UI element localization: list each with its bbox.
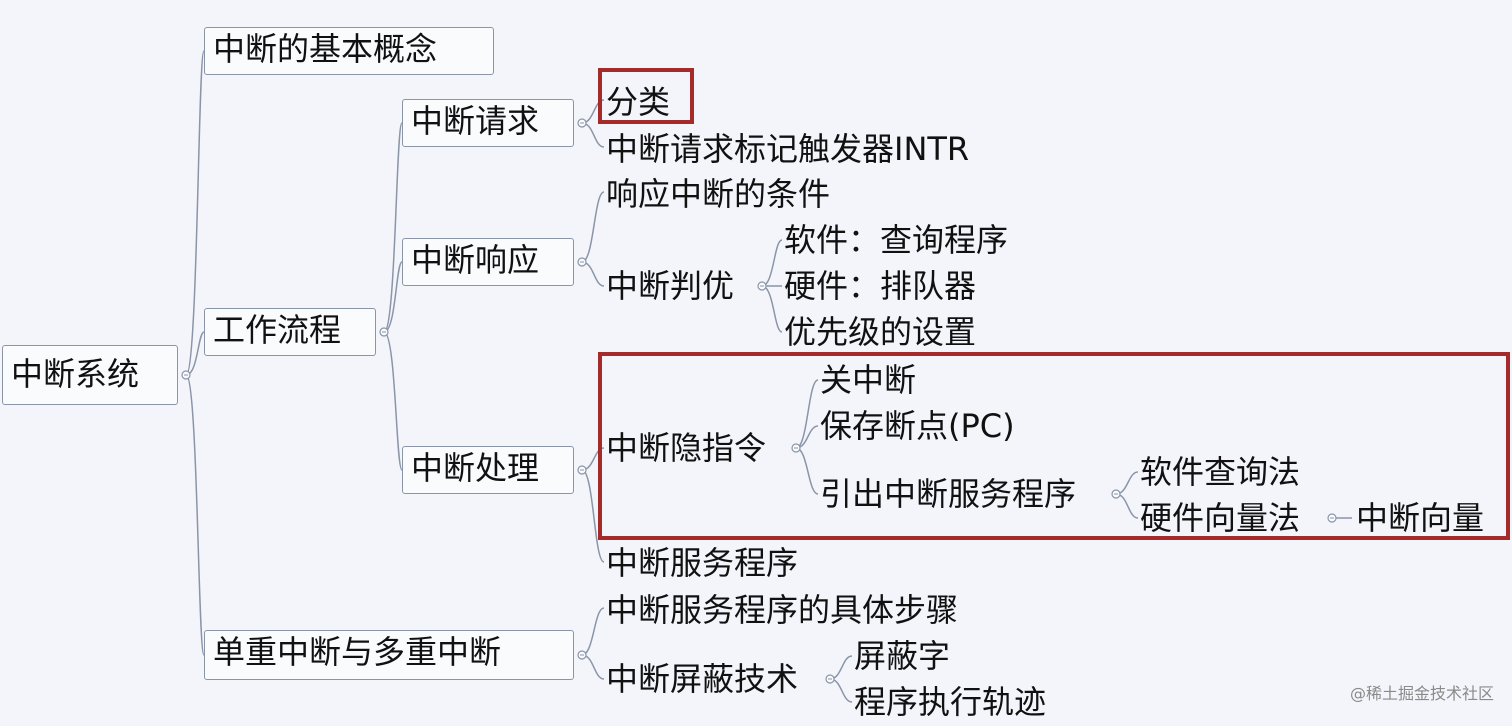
- single-multi-branch-1: [581, 654, 605, 680]
- node-software-poll[interactable]: 软件：查询程序: [784, 221, 1009, 259]
- node-save-breakpoint[interactable]: 保存断点(PC): [820, 407, 1015, 445]
- single-multi-branch-0: [581, 607, 605, 656]
- node-mask-word[interactable]: 屏蔽字: [854, 637, 951, 675]
- mask-tech-branch-1: [829, 678, 853, 703]
- highlight-classify: [598, 68, 694, 124]
- workflow-branch-2: [383, 331, 403, 471]
- node-implicit-instruction[interactable]: 中断隐指令: [606, 429, 767, 467]
- handling-branch-1: [581, 469, 605, 563]
- node-response-condition[interactable]: 响应中断的条件: [606, 175, 831, 213]
- node-hardware-vector-method[interactable]: 硬件向量法: [1140, 499, 1301, 537]
- node-intr[interactable]: 中断请求标记触发器INTR: [606, 130, 970, 168]
- response-branch-0: [581, 191, 605, 263]
- workflow-branch-0: [383, 122, 403, 333]
- node-mask-technique[interactable]: 中断屏蔽技术: [606, 660, 799, 698]
- node-interrupt-response[interactable]: 中断响应: [402, 238, 574, 286]
- node-software-query-method[interactable]: 软件查询法: [1140, 453, 1301, 491]
- node-priority[interactable]: 中断判优: [606, 267, 735, 305]
- node-service-routine[interactable]: 中断服务程序: [606, 544, 799, 582]
- node-priority-setting[interactable]: 优先级的设置: [784, 313, 977, 351]
- node-interrupt-request[interactable]: 中断请求: [402, 99, 574, 147]
- response-branch-1: [581, 261, 605, 287]
- node-single-multi[interactable]: 单重中断与多重中断: [204, 630, 574, 680]
- node-classify[interactable]: 分类: [606, 83, 671, 121]
- request-branch-1: [581, 122, 605, 148]
- watermark: @稀土掘金技术社区: [1349, 684, 1494, 703]
- node-workflow[interactable]: 工作流程: [204, 308, 376, 356]
- highlight-implicit-instruction: [598, 352, 1510, 540]
- node-interrupt-vector[interactable]: 中断向量: [1356, 499, 1485, 537]
- node-interrupt-handling[interactable]: 中断处理: [402, 446, 574, 494]
- priority-branch-2: [761, 285, 783, 333]
- node-root[interactable]: 中断系统: [2, 345, 178, 405]
- priority-branch-0: [761, 239, 783, 287]
- root-branch-0: [185, 50, 205, 376]
- node-close-interrupt[interactable]: 关中断: [820, 361, 917, 399]
- node-lead-out-service[interactable]: 引出中断服务程序: [820, 475, 1077, 513]
- root-branch-2: [185, 374, 205, 656]
- node-service-steps[interactable]: 中断服务程序的具体步骤: [606, 591, 959, 629]
- mask-tech-branch-0: [829, 655, 853, 680]
- node-basic-concept[interactable]: 中断的基本概念: [204, 27, 494, 75]
- node-hardware-queue[interactable]: 硬件：排队器: [784, 267, 977, 305]
- node-execution-trace[interactable]: 程序执行轨迹: [854, 683, 1047, 721]
